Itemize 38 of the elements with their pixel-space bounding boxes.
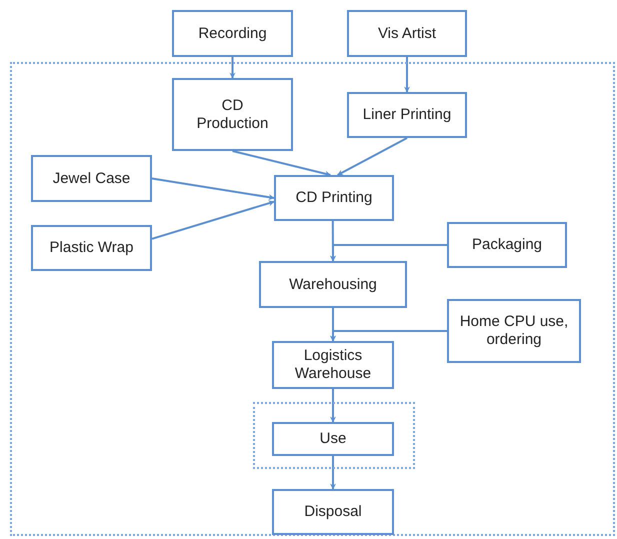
node-label: Vis Artist	[376, 24, 438, 42]
process-box	[272, 341, 394, 389]
process-box	[31, 155, 152, 202]
node-label: Logistics Warehouse	[294, 347, 372, 383]
arrow	[330, 244, 447, 262]
arrow	[330, 456, 336, 490]
process-box	[347, 10, 467, 57]
process-box	[347, 92, 467, 138]
arrow	[404, 57, 410, 93]
arrow	[152, 178, 275, 200]
process-box	[447, 299, 581, 363]
boundary-box	[10, 62, 615, 536]
arrow	[330, 389, 336, 423]
arrow	[232, 150, 331, 177]
process-box	[259, 261, 407, 308]
process-box	[172, 78, 293, 151]
process-box	[172, 10, 293, 57]
node-label: Recording	[197, 24, 268, 42]
arrow	[330, 330, 447, 342]
node-label: Use	[318, 430, 348, 448]
node-label: Jewel Case	[52, 170, 132, 188]
process-box	[272, 422, 394, 456]
arrow	[337, 137, 408, 176]
node-label: Home CPU use, ordering	[458, 313, 570, 349]
node-label: CD Production	[196, 96, 270, 132]
node-label: Disposal	[303, 503, 363, 521]
node-label: Liner Printing	[362, 106, 452, 124]
node-label: Warehousing	[288, 276, 378, 294]
process-box	[31, 225, 152, 271]
arrow	[152, 200, 275, 240]
process-box	[447, 222, 567, 268]
arrow	[230, 57, 236, 79]
process-box	[274, 175, 394, 221]
node-label: CD Printing	[294, 189, 374, 207]
node-label: Plastic Wrap	[48, 239, 134, 257]
node-label: Packaging	[470, 236, 544, 254]
process-box	[272, 489, 394, 535]
boundary-box	[253, 402, 415, 469]
